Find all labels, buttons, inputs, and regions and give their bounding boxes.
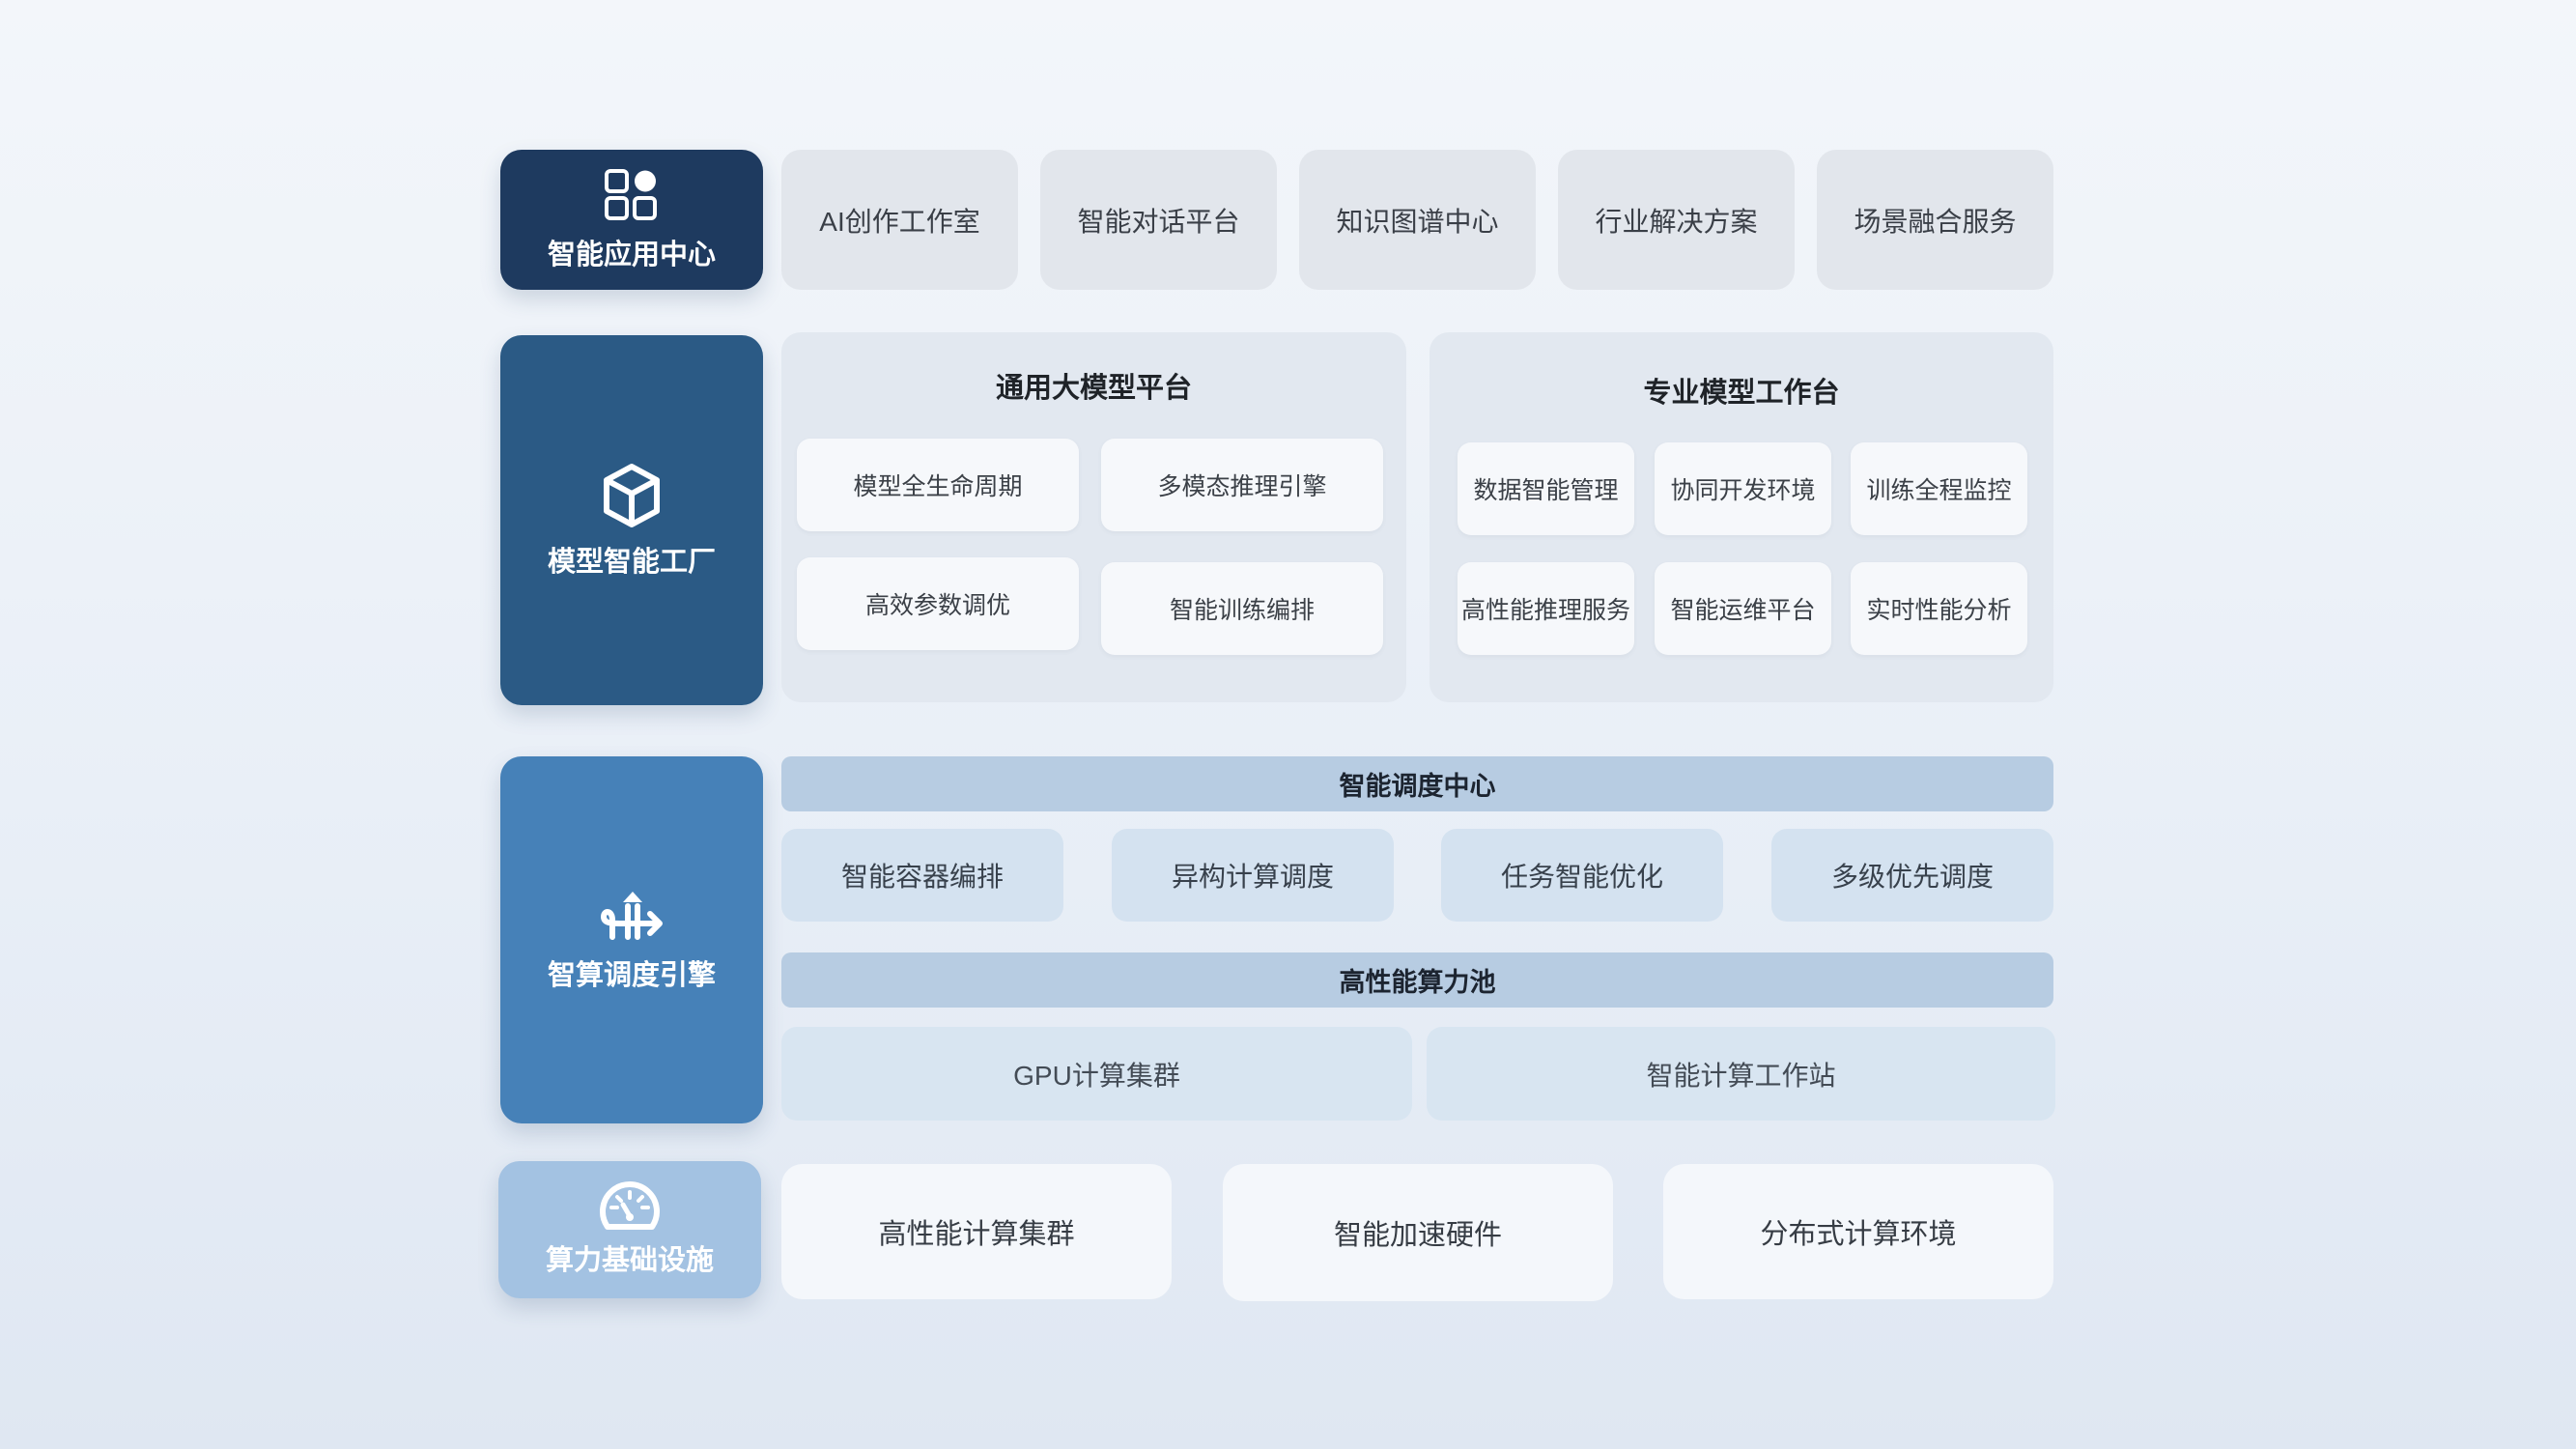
chip-label: 高效参数调优: [864, 592, 1010, 619]
route-arrows-icon: [599, 887, 665, 943]
infra-layer-label: 算力基础设施: [498, 1161, 761, 1298]
app-item[interactable]: 知识图谱中心: [1299, 150, 1536, 290]
app-item-label: 智能对话平台: [1077, 206, 1240, 237]
pro-model-item[interactable]: 高性能推理服务: [1458, 562, 1634, 655]
chip-label: 多模态推理引擎: [1157, 473, 1327, 500]
chip-label: 模型全生命周期: [853, 473, 1023, 500]
cube-icon: [601, 462, 663, 529]
app-item-label: 知识图谱中心: [1336, 206, 1499, 237]
app-item-label: 场景融合服务: [1854, 206, 2017, 237]
model-layer-title: 模型智能工厂: [547, 546, 716, 578]
infra-item[interactable]: 高性能计算集群: [781, 1164, 1172, 1299]
chip-label: 高性能推理服务: [1460, 597, 1630, 624]
apps-grid-icon: [603, 168, 661, 222]
model-layer-label: 模型智能工厂: [500, 335, 763, 705]
compute-pool-item-label: 智能计算工作站: [1646, 1060, 1836, 1091]
general-model-item[interactable]: 智能训练编排: [1101, 562, 1383, 655]
speedometer-icon: [598, 1181, 662, 1232]
app-item[interactable]: 场景融合服务: [1817, 150, 2053, 290]
chip-label: 协同开发环境: [1670, 477, 1816, 504]
pro-model-item[interactable]: 训练全程监控: [1851, 442, 2027, 535]
scheduling-item[interactable]: 智能容器编排: [781, 829, 1063, 922]
chip-label: 智能训练编排: [1169, 597, 1315, 624]
general-model-item[interactable]: 模型全生命周期: [797, 439, 1079, 531]
pro-model-item[interactable]: 智能运维平台: [1655, 562, 1831, 655]
pro-model-title: 专业模型工作台: [1643, 378, 1840, 409]
scheduling-item-label: 智能容器编排: [840, 862, 1004, 892]
pro-model-item[interactable]: 协同开发环境: [1655, 442, 1831, 535]
pro-model-item[interactable]: 数据智能管理: [1458, 442, 1634, 535]
infra-item-label: 分布式计算环境: [1760, 1219, 1957, 1250]
app-item-label: AI创作工作室: [819, 206, 980, 237]
infra-layer-title: 算力基础设施: [545, 1245, 714, 1276]
compute-pool-item[interactable]: 智能计算工作站: [1427, 1027, 2055, 1121]
app-layer-label: 智能应用中心: [500, 150, 763, 290]
general-model-title: 通用大模型平台: [995, 373, 1192, 404]
scheduling-item-label: 异构计算调度: [1171, 862, 1334, 892]
compute-pool-item-label: GPU计算集群: [1013, 1060, 1180, 1091]
scheduling-layer-label: 智算调度引擎: [500, 756, 763, 1123]
scheduling-item-label: 任务智能优化: [1500, 862, 1663, 892]
compute-pool-bar: 高性能算力池: [781, 952, 2053, 1008]
general-model-item[interactable]: 多模态推理引擎: [1101, 439, 1383, 531]
app-item[interactable]: 行业解决方案: [1558, 150, 1795, 290]
infra-item-label: 高性能计算集群: [878, 1219, 1075, 1250]
compute-pool-title: 高性能算力池: [1339, 968, 1496, 997]
scheduling-item-label: 多级优先调度: [1830, 862, 1994, 892]
infra-item[interactable]: 分布式计算环境: [1663, 1164, 2053, 1299]
chip-label: 数据智能管理: [1473, 477, 1619, 504]
scheduling-item[interactable]: 任务智能优化: [1441, 829, 1723, 922]
scheduling-item[interactable]: 多级优先调度: [1771, 829, 2053, 922]
chip-label: 训练全程监控: [1866, 477, 2012, 504]
compute-pool-item[interactable]: GPU计算集群: [781, 1027, 1412, 1121]
pro-model-item[interactable]: 实时性能分析: [1851, 562, 2027, 655]
app-item[interactable]: AI创作工作室: [781, 150, 1018, 290]
infra-item-label: 智能加速硬件: [1333, 1220, 1502, 1251]
app-item[interactable]: 智能对话平台: [1040, 150, 1277, 290]
chip-label: 实时性能分析: [1866, 597, 2012, 624]
scheduling-layer-title: 智算调度引擎: [547, 960, 716, 991]
scheduling-item[interactable]: 异构计算调度: [1112, 829, 1394, 922]
app-item-label: 行业解决方案: [1595, 206, 1758, 237]
infra-item[interactable]: 智能加速硬件: [1223, 1164, 1613, 1301]
scheduling-center-bar: 智能调度中心: [781, 756, 2053, 811]
chip-label: 智能运维平台: [1670, 597, 1816, 624]
app-layer-title: 智能应用中心: [547, 239, 716, 270]
scheduling-center-title: 智能调度中心: [1339, 772, 1496, 801]
general-model-item[interactable]: 高效参数调优: [797, 557, 1079, 650]
